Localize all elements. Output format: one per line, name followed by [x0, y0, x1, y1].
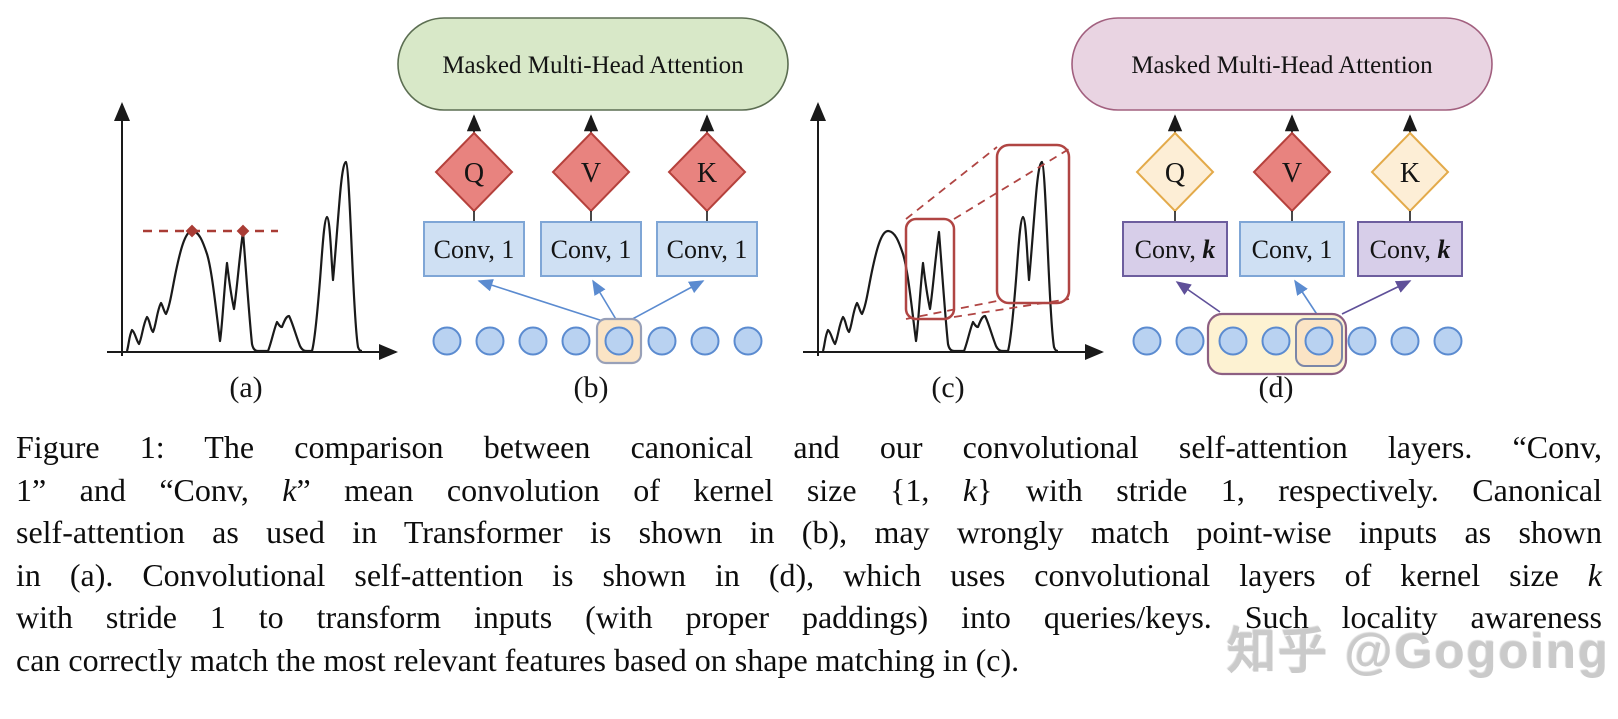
- input-token: [1390, 326, 1420, 356]
- conv-box-v: [1239, 221, 1345, 277]
- caption-line: 1” and “Conv, k” mean convolution of ker…: [16, 471, 1602, 508]
- key-diamond-label: K: [697, 158, 717, 189]
- caption-line: self-attention as used in Transformer is…: [16, 514, 1602, 550]
- masked-attention-pill: [397, 17, 789, 111]
- input-token-highlighted: [604, 326, 634, 356]
- input-token: [1132, 326, 1162, 356]
- input-token: [561, 326, 591, 356]
- caption-line: Figure 1: The comparison between canonic…: [16, 429, 1602, 465]
- input-token: [518, 326, 548, 356]
- input-token: [1433, 326, 1463, 356]
- input-token: [1218, 326, 1248, 356]
- arrow-token-to-conv-v: [592, 279, 618, 322]
- query-diamond-label: Q: [464, 158, 484, 189]
- input-token-row: [1132, 326, 1463, 356]
- caption-line: can correctly match the most relevant fe…: [16, 641, 1020, 678]
- figure-caption: Figure 1: The comparison between canonic…: [0, 426, 1618, 681]
- arrow-token-to-conv-k: [624, 280, 705, 324]
- shape-match-box-large: [995, 143, 1071, 305]
- match-point-marker: [236, 224, 250, 238]
- signal-curve: [821, 160, 1060, 353]
- panel-d: Masked Multi-Head Attention Q V K Conv, …: [1071, 17, 1493, 404]
- shape-match-dashed-lines: [905, 146, 1070, 320]
- input-token: [475, 326, 505, 356]
- conv-box-k-label: Conv, k: [1370, 235, 1451, 264]
- conv-box-k: [656, 221, 758, 277]
- input-token: [1175, 326, 1205, 356]
- arrow-token-to-conv-q: [477, 279, 610, 324]
- masked-attention-pill: [1071, 17, 1493, 111]
- conv-box-q: [1122, 221, 1228, 277]
- panel-a: (a): [107, 102, 398, 404]
- shape-match-box-small: [904, 217, 956, 321]
- masked-attention-label: Masked Multi-Head Attention: [442, 52, 744, 79]
- value-diamond-label: V: [581, 158, 601, 189]
- caption-line: in (a). Convolutional self-attention is …: [16, 556, 1602, 593]
- input-token: [733, 326, 763, 356]
- conv-box-k: [1357, 221, 1463, 277]
- input-token-row: [432, 326, 763, 356]
- conv-box-v-label: Conv, 1: [551, 235, 632, 264]
- input-token-highlighted: [1304, 326, 1334, 356]
- key-diamond-label: K: [1400, 158, 1420, 189]
- input-token: [1261, 326, 1291, 356]
- panel-label-a: (a): [229, 371, 262, 404]
- input-token: [647, 326, 677, 356]
- panel-label-d: (d): [1259, 371, 1294, 404]
- conv-box-q-label: Conv, k: [1135, 235, 1216, 264]
- input-token: [1347, 326, 1377, 356]
- conv-box-v: [540, 221, 642, 277]
- arrow-window-to-conv-k: [1341, 280, 1412, 315]
- conv-box-v-label: Conv, 1: [1252, 235, 1333, 264]
- conv-box-q: [423, 221, 525, 277]
- match-point-marker: [185, 224, 199, 238]
- input-token: [432, 326, 462, 356]
- panel-c: (c): [803, 102, 1104, 404]
- panel-b: Masked Multi-Head Attention Q V K Conv, …: [397, 17, 789, 404]
- conv-box-q-label: Conv, 1: [434, 235, 515, 264]
- arrow-window-to-conv-q: [1175, 281, 1221, 313]
- caption-line: with stride 1 to transform inputs (with …: [16, 599, 1602, 635]
- input-token: [690, 326, 720, 356]
- figure-diagram: (a) Masked Multi-Head Attention Q V K Co…: [107, 17, 1493, 404]
- masked-attention-label: Masked Multi-Head Attention: [1131, 52, 1433, 79]
- signal-curve: [125, 160, 364, 353]
- panel-label-c: (c): [931, 371, 964, 404]
- value-diamond-label: V: [1282, 158, 1302, 189]
- query-diamond-label: Q: [1165, 158, 1185, 189]
- watermark: 知乎 @Gogoing: [1227, 625, 1610, 679]
- panel-label-b: (b): [574, 371, 609, 404]
- conv-box-k-label: Conv, 1: [667, 235, 748, 264]
